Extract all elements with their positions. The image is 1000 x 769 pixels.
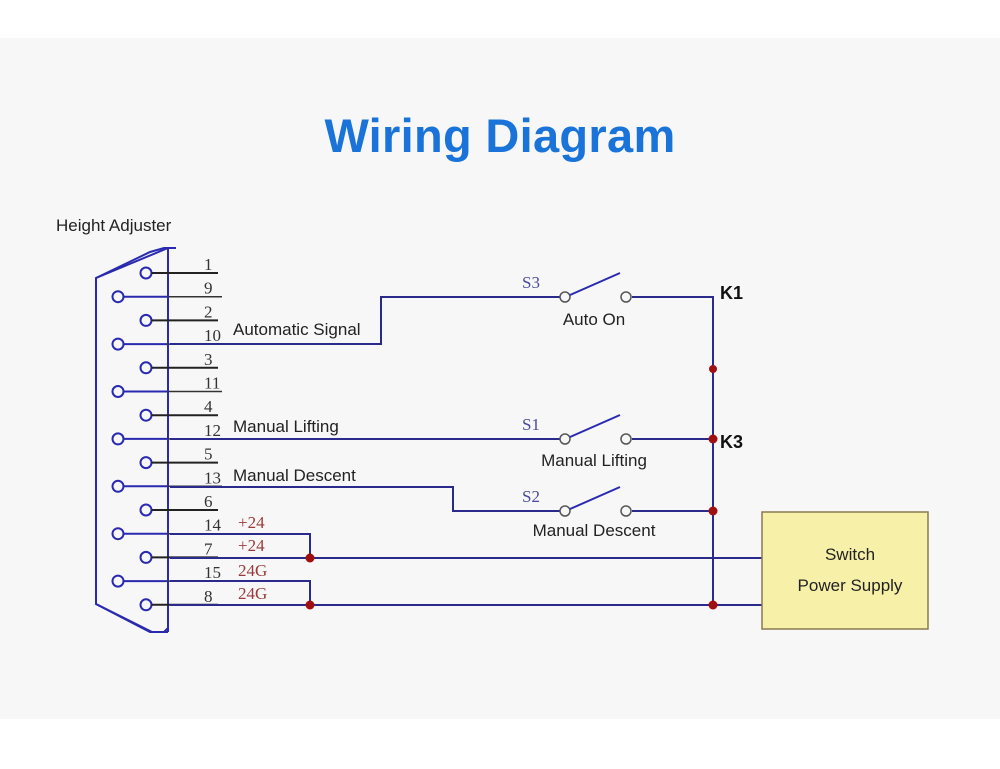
voltage-label-24g-8: 24G xyxy=(238,584,267,603)
junction-dot xyxy=(305,600,315,610)
switch-contact-right xyxy=(620,433,632,445)
junction-dot xyxy=(709,365,717,373)
pin-7-contact xyxy=(139,550,153,564)
terminal-k3: K3 xyxy=(720,432,743,452)
pin-number-label: 8 xyxy=(204,587,213,606)
power-supply-label-line2: Power Supply xyxy=(798,576,903,595)
junction-dot xyxy=(708,506,718,516)
voltage-label-plus24-7: +24 xyxy=(238,536,265,555)
switch-power-supply-box xyxy=(761,511,929,630)
switch-arm xyxy=(569,486,621,510)
junction-dot xyxy=(708,434,718,444)
voltage-label-24g-15: 24G xyxy=(238,561,267,580)
pin-9-contact xyxy=(111,290,125,304)
pin-3-contact xyxy=(139,361,153,375)
switch-contact-right xyxy=(620,505,632,517)
switch-arm xyxy=(569,272,621,296)
junction-dot xyxy=(708,600,718,610)
connector-label: Height Adjuster xyxy=(56,216,172,235)
pin-number-label: 9 xyxy=(204,279,213,298)
connector-pins xyxy=(111,266,222,612)
pin-5-contact xyxy=(139,456,153,470)
wire-manual-descent xyxy=(170,486,560,512)
switch-id-label: S2 xyxy=(522,487,540,506)
pin-14-contact xyxy=(111,527,125,541)
pin-number-label: 5 xyxy=(204,445,213,464)
pin-number-label: 10 xyxy=(204,326,221,345)
pin-number-label: 13 xyxy=(204,468,221,487)
pin-number-label: 4 xyxy=(204,397,213,416)
switch-contact-left xyxy=(559,433,571,445)
pin-number-label: 11 xyxy=(204,374,220,393)
connector-outline xyxy=(95,247,176,633)
pin-8-contact xyxy=(139,598,153,612)
pin-11-contact xyxy=(111,385,125,398)
pin-number-label: 2 xyxy=(204,302,213,321)
switch-contact-right xyxy=(620,291,632,303)
pin-number-label: 6 xyxy=(204,492,213,511)
signal-label-automatic: Automatic Signal xyxy=(233,320,361,339)
pin-12-contact xyxy=(111,432,125,446)
pin-1-contact xyxy=(139,266,153,280)
switch-id-label: S1 xyxy=(522,415,540,434)
switch-arm xyxy=(569,414,621,438)
wires xyxy=(170,296,762,606)
wire-s3-to-k1 xyxy=(632,296,714,605)
pin-15-contact xyxy=(111,574,125,588)
power-supply-label-line1: Switch xyxy=(825,545,875,564)
wire-plus24-14 xyxy=(170,533,311,558)
switch-id-label: S3 xyxy=(522,273,540,292)
page-title: Wiring Diagram xyxy=(324,109,676,162)
pin-number-label: 7 xyxy=(204,539,213,558)
junction-dot xyxy=(305,553,315,563)
pin-10-contact xyxy=(111,337,125,351)
switch-contact-left xyxy=(559,505,571,517)
wire-24g-15 xyxy=(170,580,311,605)
pin-number-label: 14 xyxy=(204,516,222,535)
switch-function-label: Manual Descent xyxy=(533,521,656,540)
switch-contact-left xyxy=(559,291,571,303)
pin-number-label: 1 xyxy=(204,255,213,274)
junctions xyxy=(305,365,718,610)
signal-label-manual-lifting: Manual Lifting xyxy=(233,417,339,436)
signal-label-manual-descent: Manual Descent xyxy=(233,466,356,485)
pin-4-contact xyxy=(139,408,153,422)
pin-number-label: 15 xyxy=(204,563,221,582)
pin-6-contact xyxy=(139,503,153,517)
terminal-k1: K1 xyxy=(720,283,743,303)
switch-function-label: Auto On xyxy=(563,310,625,329)
pin-2-contact xyxy=(139,313,153,327)
wire-automatic-signal xyxy=(170,296,560,345)
voltage-label-plus24-14: +24 xyxy=(238,513,265,532)
pin-13-contact xyxy=(111,479,125,493)
pin-number-label: 12 xyxy=(204,421,221,440)
switch-function-label: Manual Lifting xyxy=(541,451,647,470)
connector-shell xyxy=(95,247,169,633)
pin-number-label: 3 xyxy=(204,350,213,369)
